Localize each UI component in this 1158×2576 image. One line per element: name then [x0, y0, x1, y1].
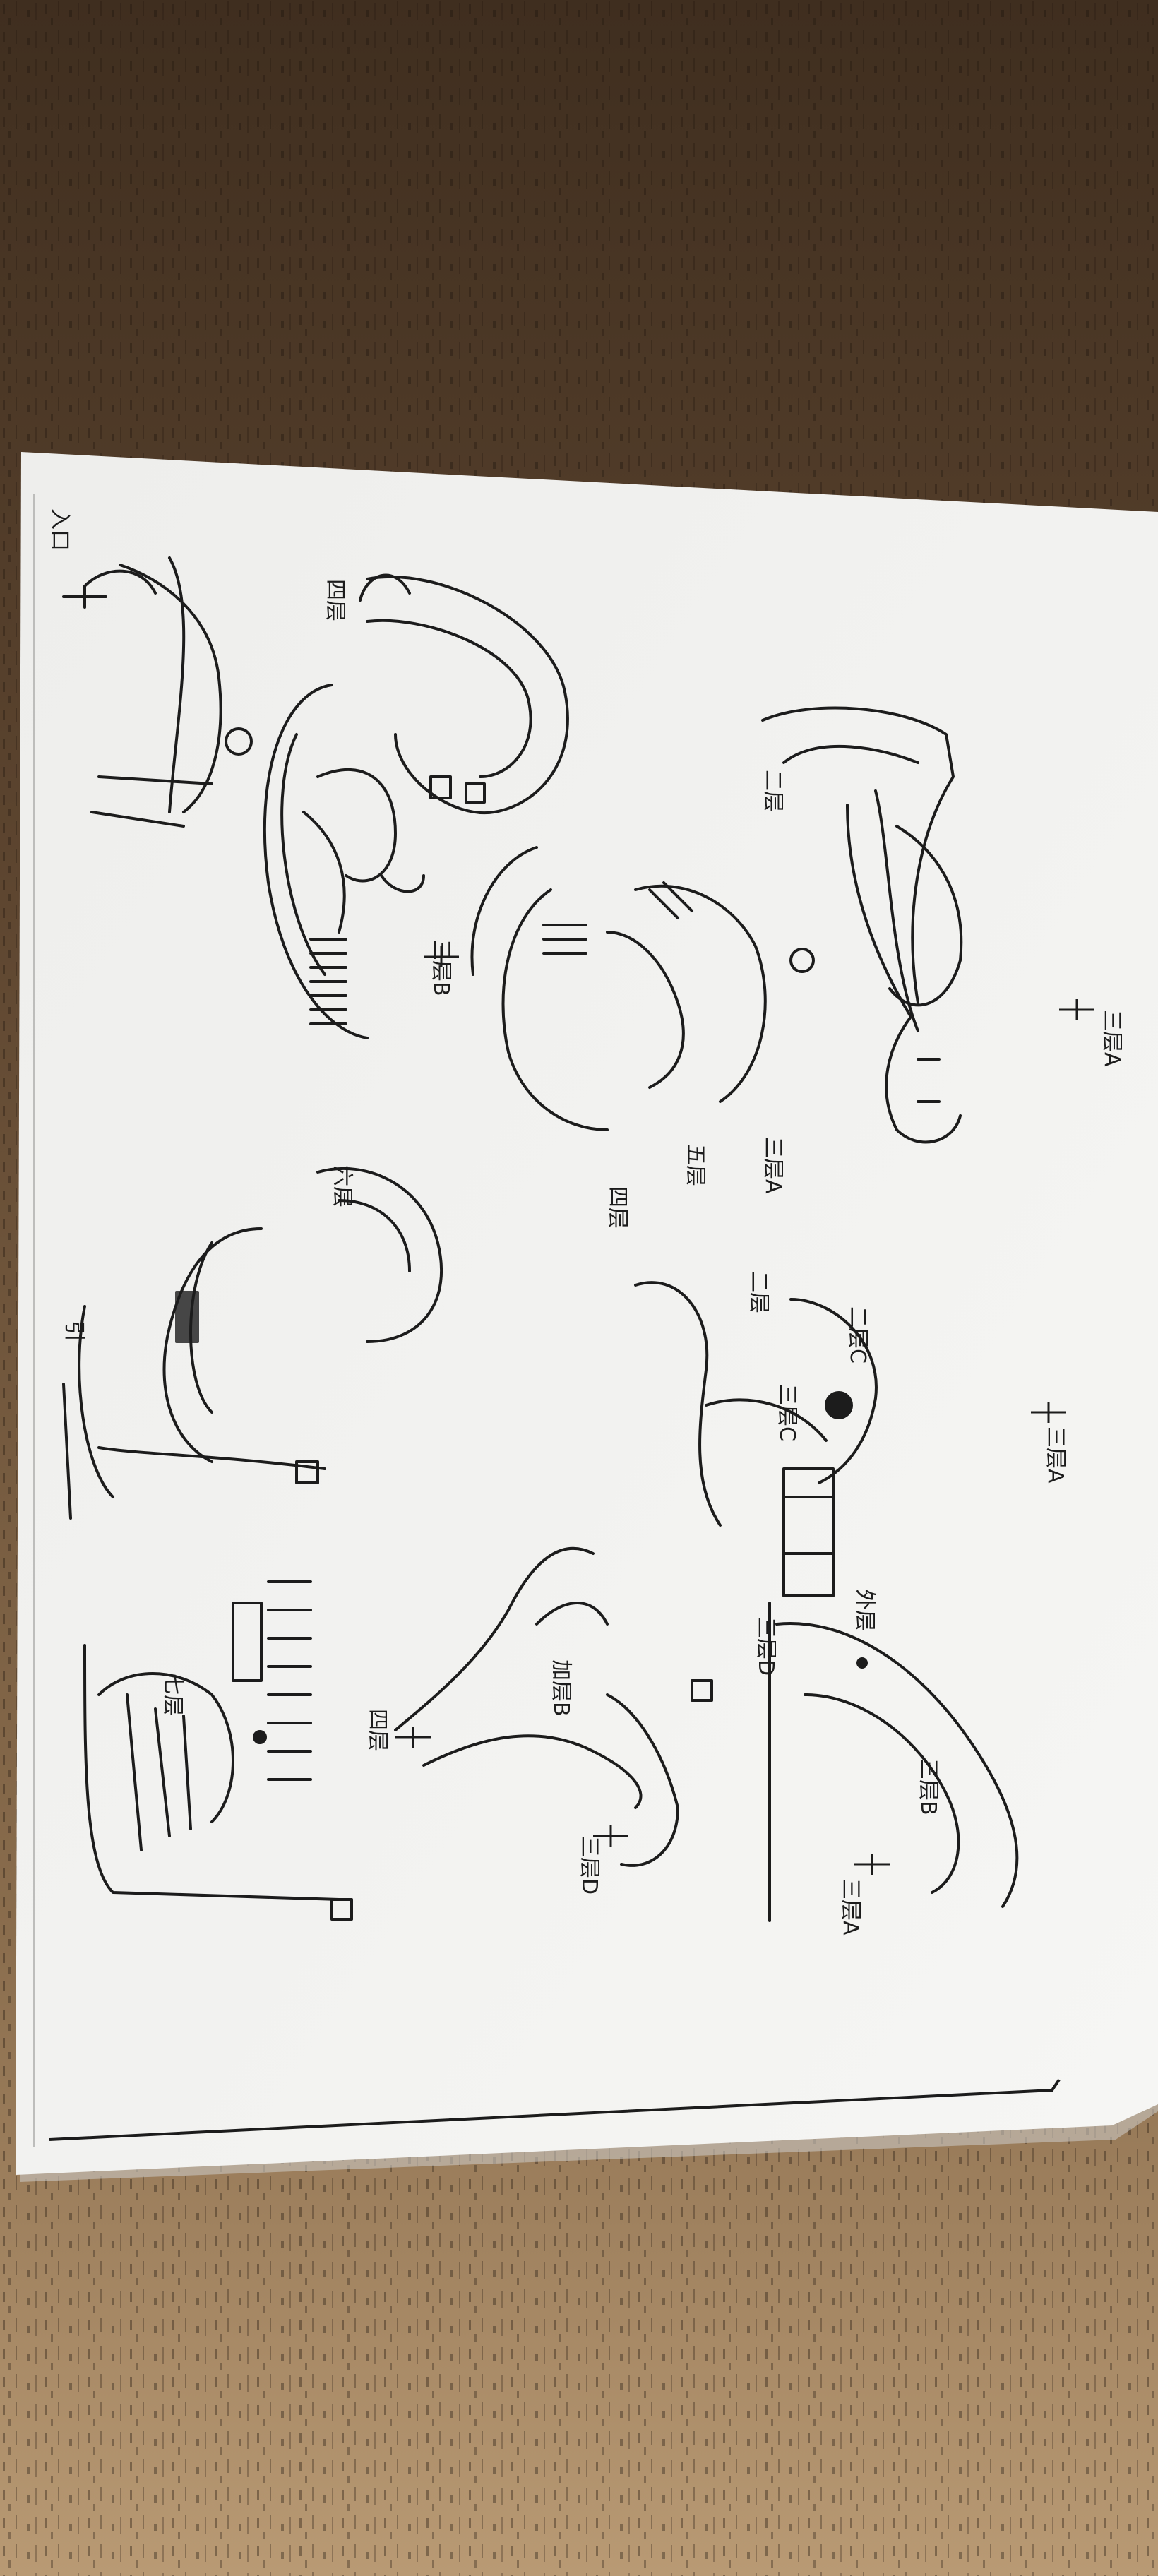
label-bl-2: 加层B [549, 1659, 573, 1717]
sketch-right-dot [856, 1657, 868, 1669]
sketch-spiral-inner [302, 768, 397, 934]
sketch-spiral-route [263, 575, 569, 1039]
sketch-top-middle-branches [885, 1015, 962, 1144]
sketch-entrance [83, 556, 222, 828]
arrow-mark-4 [854, 1854, 890, 1875]
label-mr-6: 外层 [852, 1589, 877, 1631]
sketch-ladder [309, 938, 347, 1025]
label-mr-8: 三层A [838, 1878, 863, 1936]
sketch-box-5 [691, 1679, 713, 1702]
sketch-right-wide-path [768, 1602, 1019, 1922]
arrow-mark-3 [1031, 1402, 1066, 1423]
arrow-mark-5 [593, 1825, 628, 1847]
label-top-left: 入口 [47, 508, 72, 551]
arrow-marks [395, 946, 1094, 1875]
label-mr-4: 三层A [1043, 1426, 1068, 1484]
sketch-bridge [782, 1467, 835, 1597]
sketch-left-middle-route [162, 1167, 443, 1463]
label-tm-6: 三层A [760, 1137, 785, 1194]
label-tm-2: 三层A [1099, 1010, 1124, 1067]
sketch-mid-corridor [470, 846, 767, 1131]
sketch-bottom-left-hatch [267, 1580, 312, 1781]
sketch-right-circle-node [825, 1391, 853, 1419]
sketch-left-black-shape [175, 1291, 199, 1343]
sketch-entrance-arrow [62, 585, 107, 609]
label-bl-3: 三层D [577, 1836, 602, 1895]
sketch-spiral-doorway [359, 573, 425, 893]
sketch-right-middle-route [634, 1281, 878, 1527]
sketch-top-middle-route [761, 706, 955, 1032]
sketch-entrance-node [225, 727, 253, 756]
label-bl-4: 七层 [160, 1674, 185, 1716]
label-tl-4: 四层 [323, 579, 347, 621]
sketch-box-2 [465, 782, 486, 804]
sketch-mid-node [789, 948, 815, 973]
label-tm-4: 五层 [683, 1144, 708, 1186]
ink-sketches [62, 556, 1019, 1922]
sketch-bottom-mid-route [394, 1546, 643, 1809]
sketch-box-3 [295, 1460, 319, 1484]
label-lm-1: 六层 [330, 1165, 354, 1208]
sketch-lake [888, 825, 963, 1007]
sketch-bottom-left-dot [253, 1730, 267, 1744]
sketch-bottom-mid-branch [606, 1693, 679, 1867]
paper-frame-line [49, 2078, 1061, 2141]
paper-sheet [16, 452, 1158, 2175]
label-tm-3: 三层B [429, 939, 453, 996]
label-mr-1: 二层 [746, 1271, 771, 1313]
arrow-mark-6 [395, 1727, 431, 1748]
sketch-left-long-path [62, 1305, 326, 1520]
arrow-mark-1 [424, 946, 459, 967]
sketch-mid-steps [542, 881, 693, 955]
label-mr-2: 二层C [845, 1306, 870, 1364]
sketch-bottom-left-block [232, 1602, 263, 1682]
sketch-box-1 [429, 775, 452, 799]
label-mr-3: 三层C [775, 1384, 799, 1441]
sketch-bottom-left-route [83, 1644, 340, 1901]
label-tm-1: 二层 [760, 770, 785, 812]
label-mr-7: 三层B [916, 1758, 941, 1815]
label-mr-5: 三层D [753, 1617, 778, 1676]
arrow-mark-2 [1059, 999, 1094, 1020]
label-tm-5: 四层 [605, 1186, 630, 1229]
label-bl-1: 四层 [365, 1709, 390, 1751]
sketch-box-4 [330, 1898, 353, 1921]
label-lm-2: 引 [61, 1320, 86, 1342]
